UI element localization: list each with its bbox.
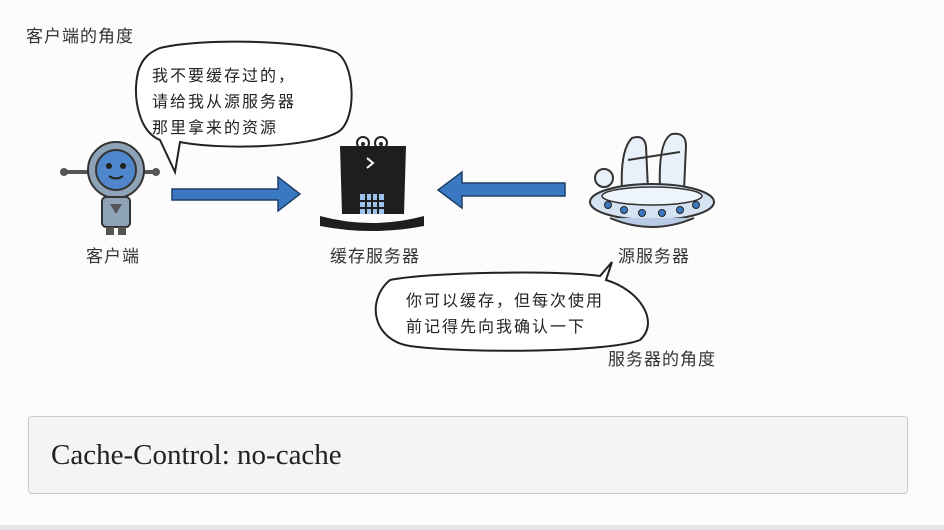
client-bubble-line: 那里拿来的资源 [152, 118, 279, 137]
server-bubble-line: 前记得先向我确认一下 [406, 317, 587, 336]
client-speech-bubble [135, 40, 353, 176]
server-perspective-title: 服务器的角度 [608, 350, 716, 370]
client-bubble-text: 我不要缓存过的， 请给我从源服务器 那里拿来的资源 [152, 63, 352, 141]
bottom-divider [0, 525, 944, 530]
server-bubble-line: 你可以缓存，但每次使用 [406, 291, 605, 310]
cache-control-header: Cache-Control: no-cache [51, 439, 342, 471]
origin-server-node-label: 源服务器 [618, 247, 690, 267]
client-perspective-title: 客户端的角度 [26, 27, 134, 47]
cache-server-node-label: 缓存服务器 [330, 247, 420, 267]
server-speech-bubble [374, 261, 649, 352]
header-code-box: Cache-Control: no-cache [28, 416, 908, 494]
client-node-label: 客户端 [86, 247, 140, 267]
server-bubble-text: 你可以缓存，但每次使用 前记得先向我确认一下 [406, 288, 646, 340]
cache-server-hat-icon [320, 136, 424, 231]
client-bubble-line: 请给我从源服务器 [152, 92, 297, 111]
response-arrow [436, 170, 566, 210]
origin-server-ufo-icon [589, 132, 715, 228]
request-arrow [171, 175, 302, 213]
client-robot-icon [60, 141, 160, 235]
client-bubble-line: 我不要缓存过的， [152, 66, 297, 85]
